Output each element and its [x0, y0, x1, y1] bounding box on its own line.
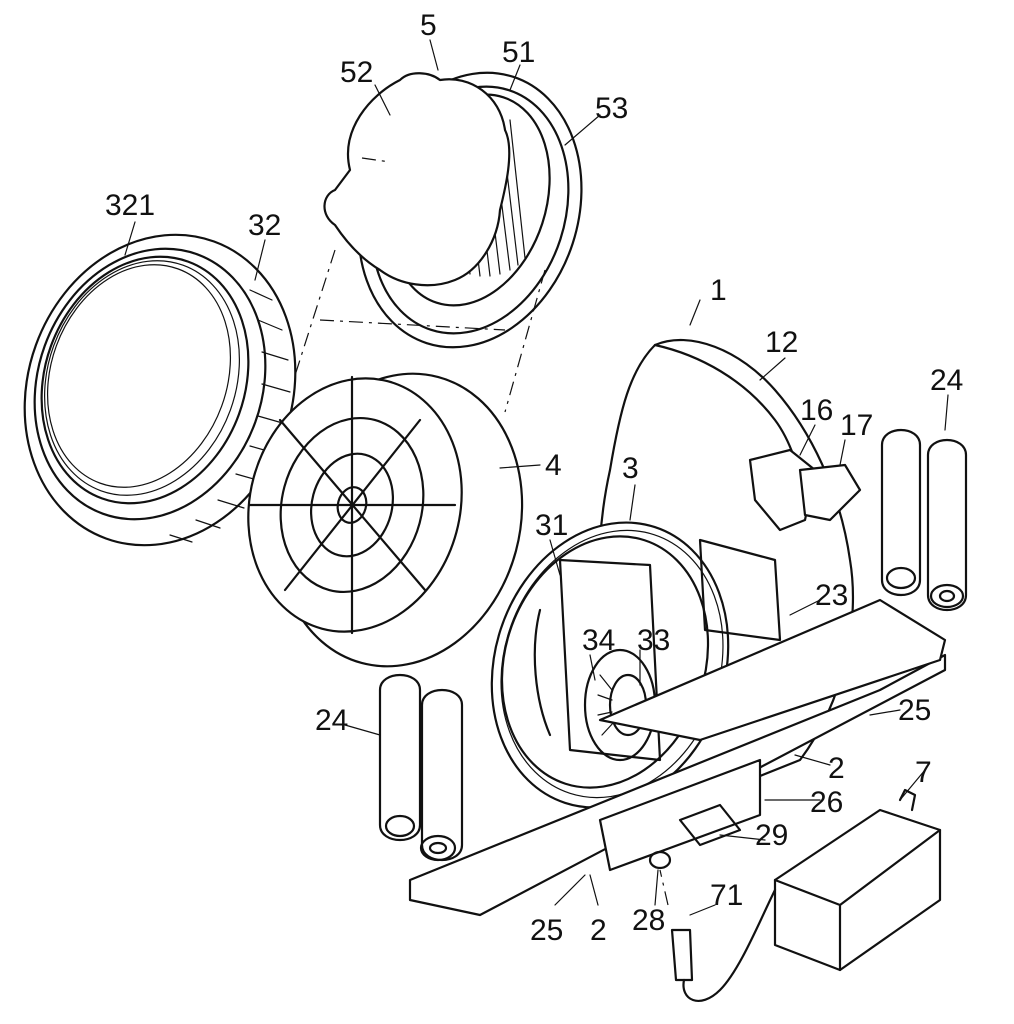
label-24-right: 24: [930, 364, 963, 397]
filter-cartridge-5: [323, 71, 583, 349]
label-2-right: 2: [828, 752, 845, 785]
label-5: 5: [420, 9, 437, 42]
switch-16: [748, 448, 817, 532]
grille-cover-4: [247, 372, 524, 668]
label-3: 3: [622, 452, 639, 485]
socket-29: [678, 803, 742, 847]
dc-jack-28: [648, 850, 672, 870]
batteries-24-right: [880, 429, 968, 611]
reference-numerals: 5 52 51 53 321 32 1 12 24 16 17 4 3 31 2…: [105, 9, 963, 947]
dc-plug-71: [659, 869, 777, 1002]
leader-lines: [124, 39, 949, 916]
label-53: 53: [595, 92, 628, 125]
label-34: 34: [582, 624, 615, 657]
label-25-left: 25: [530, 914, 563, 947]
label-2-bottom: 2: [590, 914, 607, 947]
label-4: 4: [545, 449, 562, 482]
label-1: 1: [710, 274, 727, 307]
label-29: 29: [755, 819, 788, 852]
label-12: 12: [765, 326, 798, 359]
label-32: 32: [248, 209, 281, 242]
label-7: 7: [915, 756, 932, 789]
label-71: 71: [710, 879, 743, 912]
label-51: 51: [502, 36, 535, 69]
label-23: 23: [815, 579, 848, 612]
label-17: 17: [840, 409, 873, 442]
label-25-right: 25: [898, 694, 931, 727]
label-26: 26: [810, 786, 843, 819]
label-52: 52: [340, 56, 373, 89]
switch-17: [798, 463, 862, 522]
label-33: 33: [637, 624, 670, 657]
label-24-left: 24: [315, 704, 348, 737]
label-28: 28: [632, 904, 665, 937]
base-plate-2: [408, 598, 947, 917]
batteries-24-left: [378, 674, 464, 862]
label-16: 16: [800, 394, 833, 427]
label-31: 31: [535, 509, 568, 542]
ac-adapter-7: [773, 788, 942, 972]
grille-ribs: [248, 375, 457, 635]
label-321: 321: [105, 189, 155, 222]
